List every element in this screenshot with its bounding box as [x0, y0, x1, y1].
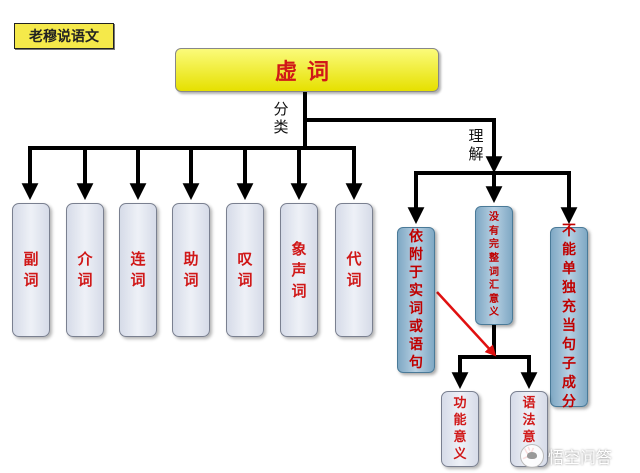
function-box: 功能意义 [441, 391, 479, 467]
red-arrow [436, 291, 497, 357]
understanding-label: 没有完整词汇意义 [489, 212, 499, 319]
category-label: 介词 [77, 250, 93, 289]
category-label: 连词 [130, 250, 146, 289]
function-label: 功能意义 [453, 396, 467, 462]
edge-label-understand: 理解 [468, 127, 484, 163]
category-box: 代词 [335, 203, 373, 337]
category-label: 象声词 [291, 239, 307, 300]
watermark-text: 悟空问答 [548, 448, 613, 467]
category-box: 象声词 [280, 203, 318, 337]
author-badge: 老穆说语文 [14, 23, 114, 49]
category-box: 连词 [119, 203, 157, 337]
edge-label-classify: 分类 [273, 100, 289, 136]
category-box: 副词 [12, 203, 50, 337]
root-node-xuci: 虚词 [175, 48, 439, 92]
category-box: 助词 [172, 203, 210, 337]
category-label: 副词 [23, 250, 39, 289]
category-label: 叹词 [237, 250, 253, 289]
understanding-box: 没有完整词汇意义 [475, 206, 513, 325]
watermark: 悟空问答 [520, 441, 638, 471]
category-label: 助词 [183, 250, 199, 289]
category-box: 叹词 [226, 203, 264, 337]
understanding-box: 依附于实词或语句 [397, 227, 435, 373]
understanding-label: 依附于实词或语句 [409, 229, 423, 371]
understanding-label: 不能单独充当句子成分 [562, 223, 576, 410]
category-box: 介词 [66, 203, 104, 337]
understanding-box: 不能单独充当句子成分 [550, 223, 588, 410]
wukong-logo-icon [520, 444, 544, 468]
category-label: 代词 [346, 250, 362, 289]
